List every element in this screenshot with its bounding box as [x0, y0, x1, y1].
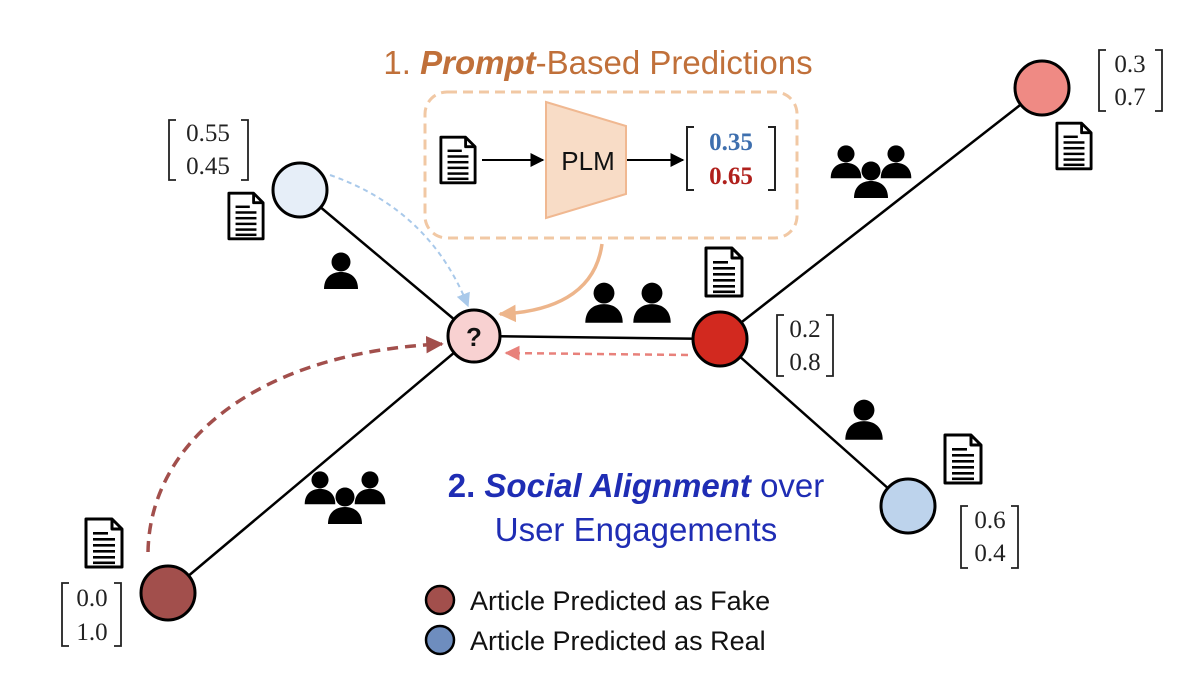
vector-top-right: 0.3 0.7	[1098, 49, 1163, 112]
plm-output-bracket-right	[768, 126, 776, 191]
vector-value: 0.3	[1114, 51, 1145, 78]
plm-output-value: 0.65	[709, 163, 753, 190]
prompt-box	[423, 90, 799, 240]
center-node-label: ?	[466, 322, 482, 352]
node-top-left	[271, 161, 329, 219]
vector-bottom-right: 0.6 0.4	[960, 505, 1019, 569]
three-users-icon	[830, 145, 912, 198]
social-alignment-subtitle: User Engagements	[495, 511, 777, 548]
user-icon	[845, 399, 883, 440]
arrow-plm-to-center	[498, 243, 604, 323]
arrow-topleft-to-center	[329, 174, 470, 308]
three-users-icon	[304, 471, 386, 524]
arrow-bottomleft-to-center	[146, 335, 444, 553]
legend: Article Predicted as Fake Article Predic…	[424, 584, 770, 656]
node-bottom-right	[879, 477, 937, 535]
vector-value: 0.55	[186, 120, 230, 147]
legend-label-fake: Article Predicted as Fake	[470, 586, 770, 616]
prompt-title: 1. Prompt-Based Predictions	[383, 44, 812, 81]
vector-top-left: 0.55 0.45	[168, 119, 249, 181]
two-users-icon	[585, 282, 671, 323]
edge-midright-topright	[719, 87, 1043, 340]
node-mid-right	[691, 310, 749, 368]
vector-value: 0.6	[974, 507, 1005, 534]
vector-bottom-left: 0.0 1.0	[61, 582, 122, 647]
document-icon	[84, 517, 124, 569]
edge-topleft-center	[299, 189, 475, 337]
document-icon	[704, 246, 744, 298]
arrow-midright-to-center	[504, 345, 689, 361]
plm-block	[545, 100, 627, 220]
vector-value: 0.45	[186, 153, 230, 180]
node-top-right	[1013, 59, 1071, 117]
vector-value: 0.8	[789, 349, 820, 376]
legend-label-real: Article Predicted as Real	[470, 626, 766, 656]
plm-label: PLM	[561, 146, 614, 176]
vector-value: 0.7	[1114, 84, 1145, 111]
legend-dot-fake	[424, 584, 456, 616]
edge-midright-bottomright	[719, 338, 909, 507]
document-icon	[1055, 121, 1093, 171]
user-icon	[324, 252, 358, 289]
vector-value: 1.0	[76, 619, 107, 646]
vector-value: 0.0	[76, 585, 107, 612]
edge-center-midright	[473, 334, 721, 341]
vector-value: 0.2	[789, 316, 820, 343]
document-icon	[439, 135, 477, 185]
plm-output-bracket-left	[686, 126, 694, 191]
vector-value: 0.4	[974, 540, 1006, 567]
social-alignment-title: 2. Social Alignment over	[448, 467, 825, 504]
plm-output-value: 0.35	[709, 129, 753, 156]
node-bottom-left	[139, 564, 197, 622]
document-icon	[227, 191, 265, 241]
legend-dot-real	[424, 624, 456, 656]
edge-center-bottomleft	[167, 335, 475, 594]
vector-mid-right: 0.2 0.8	[776, 314, 834, 377]
document-icon	[943, 433, 983, 485]
node-center-unknown	[446, 308, 502, 364]
